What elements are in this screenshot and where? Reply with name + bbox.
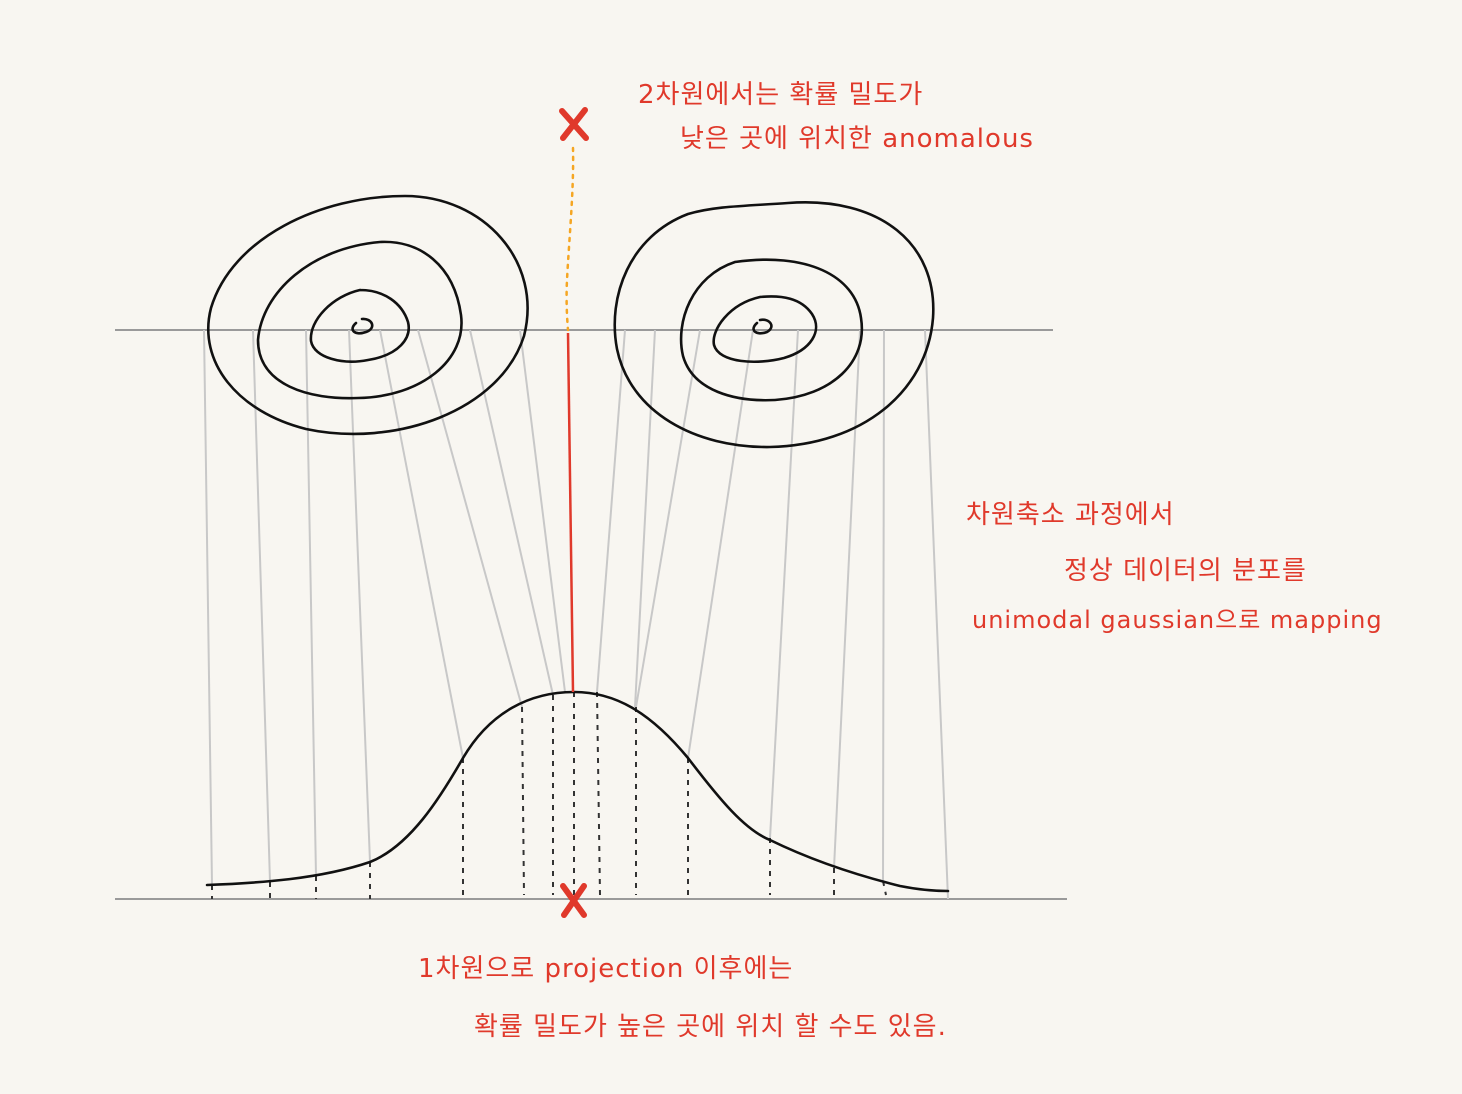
anomaly-projection-line bbox=[566, 332, 575, 693]
annotation-bottom-line2: 확률 밀도가 높은 곳에 위치 할 수도 있음. bbox=[474, 1012, 947, 1042]
right-contour-inner bbox=[712, 295, 818, 363]
annotation-top-line1: 2차원에서는 확률 밀도가 bbox=[638, 80, 924, 110]
gaussian-curve bbox=[205, 690, 950, 893]
cross-icon bbox=[560, 883, 587, 918]
cross-icon bbox=[559, 107, 589, 141]
right-contour-cluster bbox=[613, 201, 935, 449]
annotation-top-line2: 낮은 곳에 위치한 anomalous bbox=[680, 124, 1034, 154]
anomaly-dotted-path bbox=[565, 146, 575, 332]
annotation-right-line3: unimodal gaussian으로 mapping bbox=[972, 606, 1383, 634]
right-contour-core bbox=[752, 318, 773, 335]
right-contour-middle bbox=[679, 258, 864, 402]
curve-dashed-drops bbox=[211, 691, 887, 899]
right-contour-outer bbox=[613, 201, 935, 449]
left-contour-middle bbox=[256, 240, 463, 400]
annotation-bottom-line1: 1차원으로 projection 이후에는 bbox=[418, 954, 794, 984]
annotation-right-line1: 차원축소 과정에서 bbox=[966, 500, 1175, 530]
projection-lines bbox=[203, 329, 949, 900]
left-contour-core bbox=[351, 317, 374, 335]
left-contour-cluster bbox=[206, 194, 529, 436]
left-contour-inner bbox=[309, 288, 410, 363]
annotation-right-line2: 정상 데이터의 분포를 bbox=[1064, 556, 1307, 586]
left-contour-outer bbox=[206, 194, 529, 436]
